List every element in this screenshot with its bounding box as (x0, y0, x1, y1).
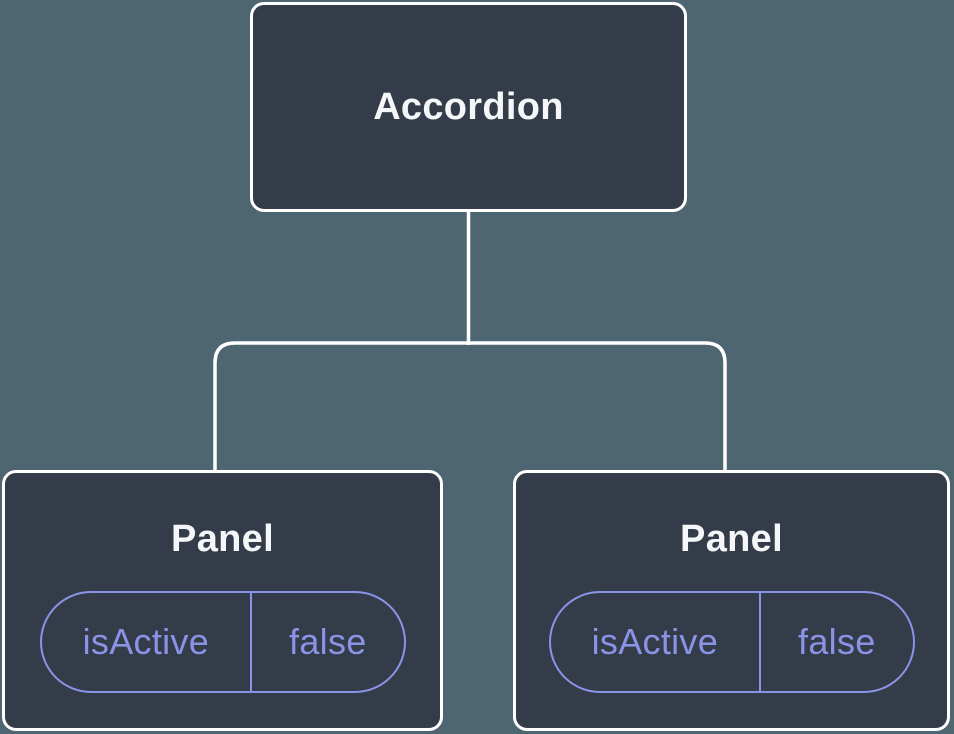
state-key-label: isActive (551, 593, 762, 691)
state-value-label: false (289, 621, 367, 662)
state-key-label: isActive (42, 593, 253, 691)
tree-node-panel-left: Panel isActive false (2, 470, 443, 731)
accordion-node-label: Accordion (373, 86, 564, 128)
connector-bracket-line (213, 341, 727, 471)
panel-right-state-pill: isActive false (548, 591, 915, 693)
state-value-label: false (798, 621, 876, 662)
tree-node-accordion: Accordion (250, 2, 687, 212)
panel-left-label: Panel (171, 518, 274, 560)
panel-left-state-pill: isActive false (39, 591, 406, 693)
panel-right-label: Panel (680, 518, 783, 560)
tree-node-panel-right: Panel isActive false (513, 470, 950, 731)
